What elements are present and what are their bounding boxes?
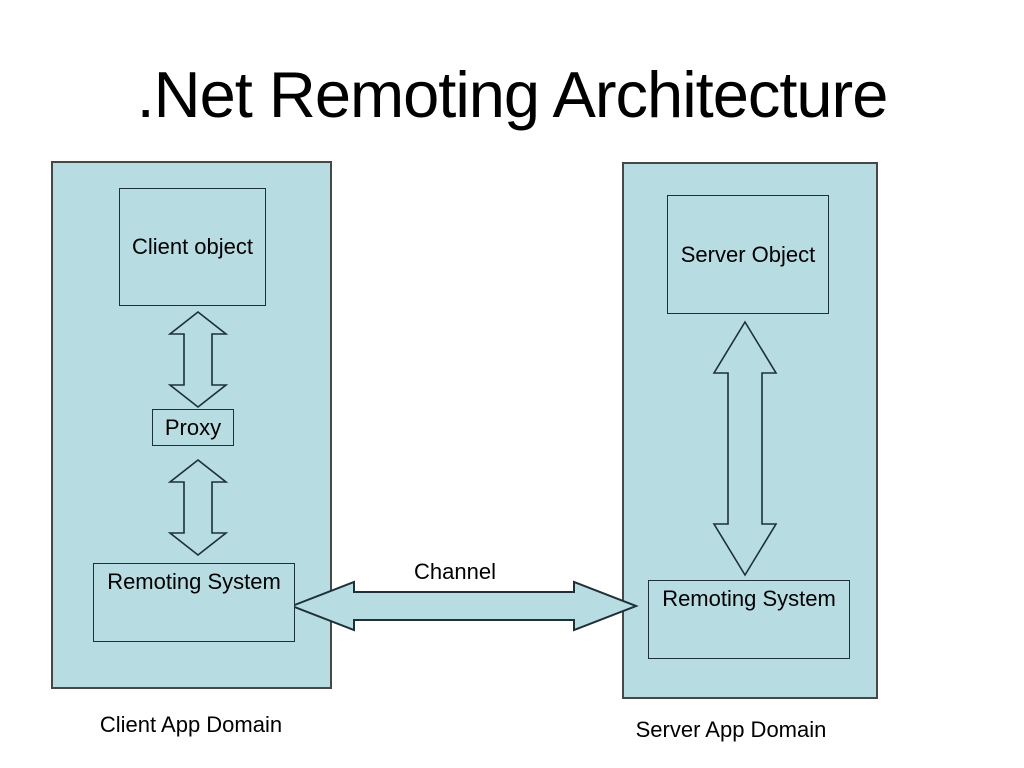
server-object-label: Server Object [680, 241, 816, 267]
channel-double-arrow-icon [289, 580, 639, 632]
proxy-label: Proxy [164, 414, 222, 440]
server-remoting-system-box: Remoting System [648, 580, 850, 659]
server-object-remoting-double-arrow-icon [712, 320, 778, 577]
slide-title: .Net Remoting Architecture [136, 58, 889, 131]
server-remoting-system-label: Remoting System [662, 586, 836, 611]
client-app-domain-caption: Client App Domain [99, 712, 283, 737]
client-remoting-system-label: Remoting System [107, 569, 281, 594]
client-remoting-system-box: Remoting System [93, 563, 295, 642]
client-object-label: Client object [131, 234, 254, 259]
proxy-remoting-double-arrow-icon [167, 458, 229, 557]
client-object-proxy-double-arrow-icon [167, 310, 229, 409]
client-object-box: Client object [119, 188, 266, 306]
server-object-box: Server Object [667, 195, 829, 314]
proxy-box: Proxy [152, 409, 234, 446]
server-app-domain-caption: Server App Domain [635, 717, 827, 742]
channel-caption: Channel [414, 559, 496, 584]
